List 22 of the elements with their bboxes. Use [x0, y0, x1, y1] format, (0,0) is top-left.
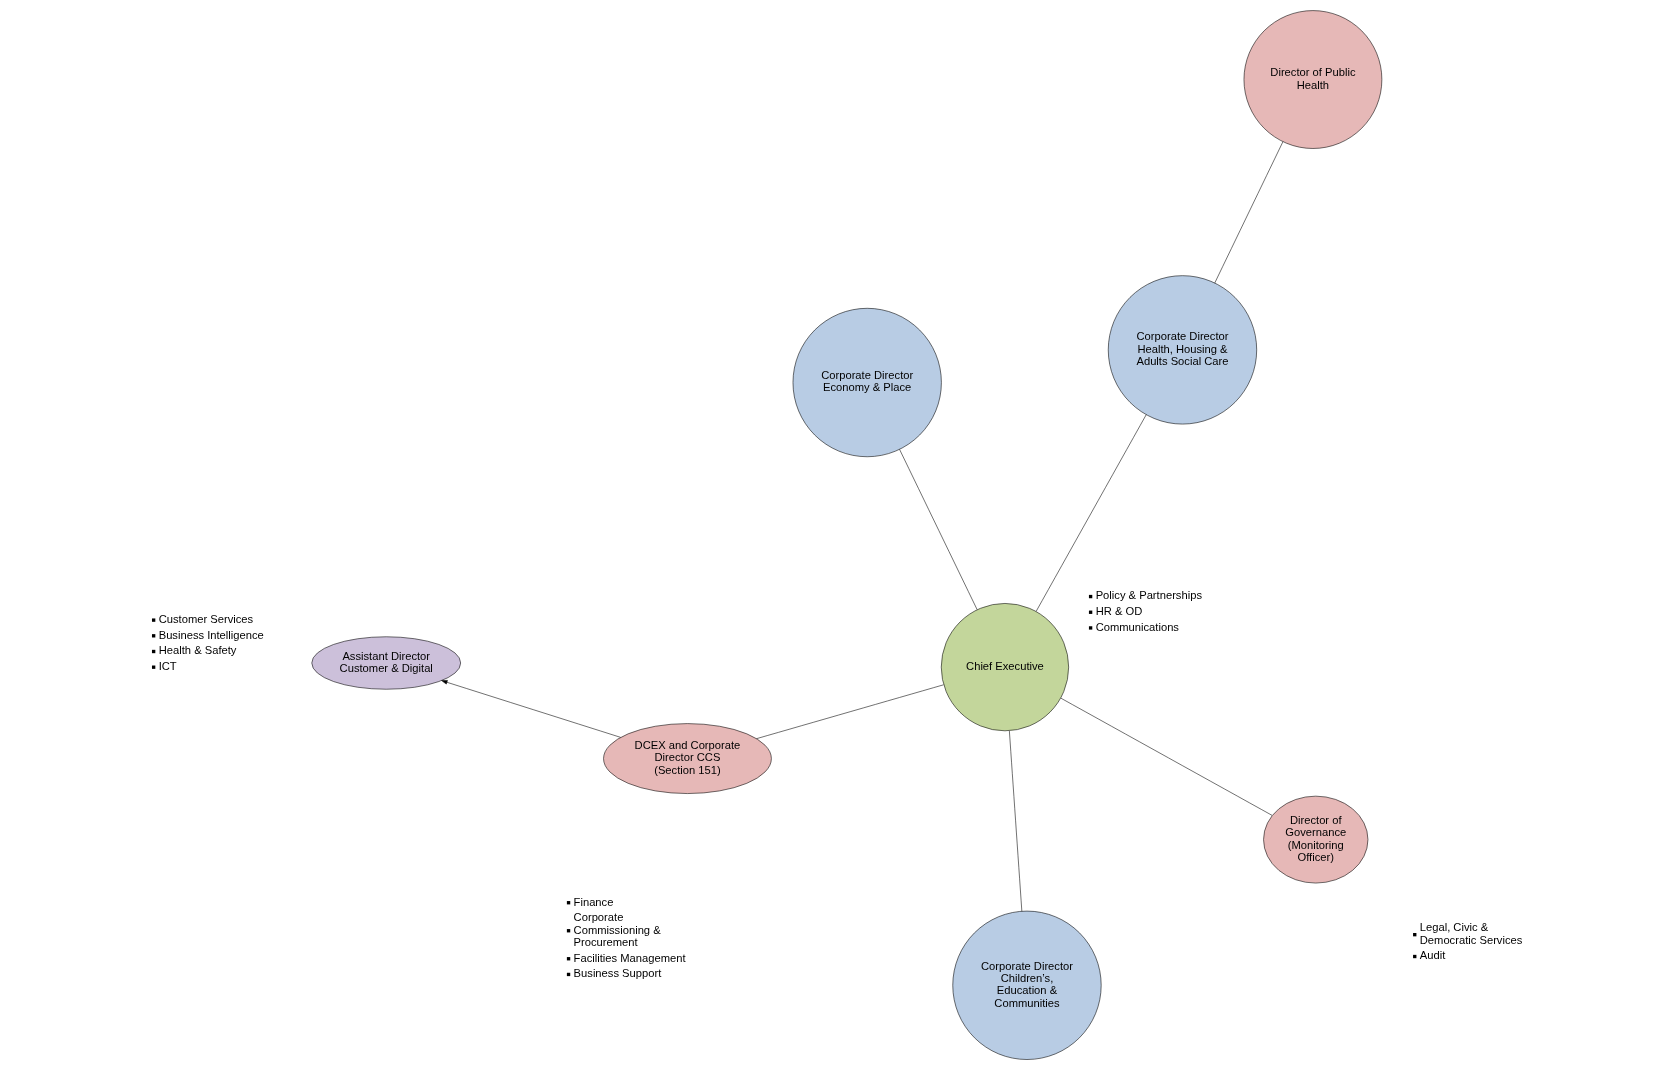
node-label: Corporate Commissioning & Procurement — [573, 911, 661, 948]
node-label: Legal, Civic & Democratic Services — [1419, 921, 1522, 946]
node-label: Customer Services — [158, 612, 253, 625]
node-label: Audit — [1419, 949, 1445, 962]
node-label: Policy & Partnerships — [1095, 589, 1202, 602]
node-label: Health & Safety — [158, 644, 236, 657]
node-ellipse: Director of Governance (Monitoring Officer) — [1262, 795, 1368, 884]
node-ellipse: Assistant Director Customer & Digital — [311, 636, 461, 690]
node-ellipse: DCEX and Corporate Director CCS (Section 151) — [602, 723, 772, 794]
node-label: Finance — [573, 895, 613, 908]
node-circle: Corporate Director Health, Housing & Adults Social Care — [1107, 275, 1257, 425]
node-label: HR & OD — [1095, 605, 1142, 618]
node-label: ICT — [158, 659, 177, 672]
node-label: Facilities Management — [573, 951, 686, 964]
node-label: Business Intelligence — [158, 628, 264, 641]
node-circle: Corporate Director Children’s, Education & Communities — [952, 910, 1101, 1060]
node-circle: Corporate Director Economy & Place — [792, 308, 942, 457]
node-label: Business Support — [573, 967, 661, 980]
node-circle: Director of Public Health — [1243, 10, 1382, 149]
arrow — [440, 680, 621, 738]
node-circle: Chief Executive — [940, 603, 1069, 732]
node-label: Communications — [1095, 620, 1179, 633]
